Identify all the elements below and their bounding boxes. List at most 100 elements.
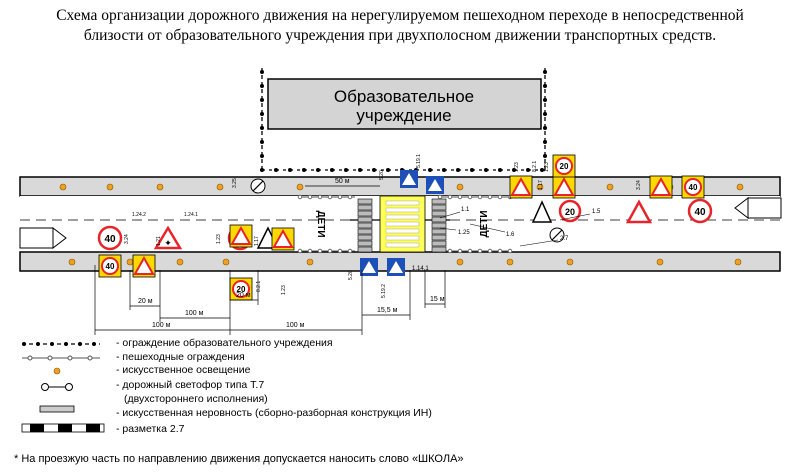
title-line-1: Схема организации дорожного движения на …: [56, 7, 744, 24]
ped-fence-post: [347, 194, 353, 200]
svg-text:20: 20: [560, 162, 569, 171]
speed-bump-module: [431, 234, 447, 241]
sign-speed-20-top: 20: [552, 154, 576, 178]
fence-post: [316, 168, 320, 172]
fence-post: [543, 154, 547, 158]
speed-bump-module: [357, 246, 373, 253]
code-1-23-bottom: 1.23: [216, 234, 222, 244]
sign-crossing-top-1: [400, 170, 418, 188]
legend-bump: - искусственная неровность (сборно-разбо…: [116, 407, 432, 419]
lamp: [656, 258, 664, 266]
ped-fence-post: [497, 194, 503, 200]
fence-post: [288, 168, 292, 172]
legend-bump-symbol: [39, 405, 75, 413]
fence-post: [543, 98, 547, 102]
ped-fence-post: [447, 248, 453, 254]
marking-1-25: 1.25: [458, 230, 470, 236]
lamp: [456, 183, 464, 191]
ped-fence-post: [487, 194, 493, 200]
fence-post: [543, 140, 547, 144]
code-3-24-bottom: 3.24: [124, 234, 130, 244]
road-word-deti-right: ДЕТИ: [479, 210, 490, 237]
speed-bump-module: [431, 198, 447, 205]
speed-bump-module: [431, 204, 447, 211]
speed-bump-module: [431, 222, 447, 229]
sign-warning-top: [552, 175, 576, 199]
fence-post: [456, 168, 460, 172]
dim-100m-a: 100 м: [152, 322, 171, 329]
lamp: [536, 183, 544, 191]
lamp: [59, 183, 67, 191]
sign-children-bottom-2: [271, 227, 295, 251]
fence-post: [260, 126, 264, 130]
speed-bump-module: [431, 240, 447, 247]
legend-ped-fence: - пешеходные ограждения: [116, 351, 245, 363]
dim-50m: 50 м: [335, 178, 350, 185]
svg-text:40: 40: [106, 262, 115, 271]
ped-fence-post: [487, 248, 493, 254]
fence-post: [543, 70, 547, 74]
ped-fence-post: [307, 248, 313, 254]
zebra-stripe: [385, 200, 420, 206]
ped-fence-post: [327, 194, 333, 200]
vehicle-left: [19, 226, 67, 250]
pedestrian-fence-posts: [297, 194, 513, 254]
ped-fence-post: [477, 248, 483, 254]
sign-speed-20-right: 20: [558, 199, 582, 223]
sign-crossing-bottom-1: [360, 258, 378, 276]
fence-post: [260, 70, 264, 74]
building-label-2: учреждение: [356, 106, 451, 125]
lamp: [68, 258, 76, 266]
fence-post: [260, 98, 264, 102]
dim-20m-b: 20 м: [236, 292, 251, 299]
code-5-19-2: 5.19.2: [381, 284, 387, 298]
code-8-2-1-b: 8.2.1: [256, 281, 262, 292]
lamp: [566, 258, 574, 266]
dim-15-5m: 15,5 м: [377, 307, 398, 314]
speed-bump-module: [357, 228, 373, 235]
sign-speed-40-bottom: 40: [98, 254, 122, 278]
code-5-20-a: 5.20: [348, 270, 354, 280]
fence-post: [512, 168, 516, 172]
lamp: [456, 258, 464, 266]
svg-text:40: 40: [104, 234, 116, 245]
speed-bumps: [357, 198, 447, 253]
speed-bump-module: [431, 228, 447, 235]
ped-fence-post: [307, 194, 313, 200]
ped-fence-post: [477, 194, 483, 200]
svg-text:40: 40: [694, 207, 706, 218]
sign-speed-40-left: 40: [97, 225, 123, 251]
speed-bump-module: [357, 216, 373, 223]
fence-post: [260, 84, 264, 88]
fence-post: [498, 168, 502, 172]
sign-end-restriction: [250, 178, 266, 194]
road-word-deti-left: ДЕТИ: [315, 210, 326, 237]
fence-post: [330, 168, 334, 172]
speed-bump-module: [431, 210, 447, 217]
lamp: [734, 258, 742, 266]
speed-bump-module: [357, 198, 373, 205]
svg-text:40: 40: [689, 183, 698, 192]
lamp: [222, 258, 230, 266]
fence-post: [302, 168, 306, 172]
sign-triangle-right: [531, 200, 553, 223]
ped-fence-post: [327, 248, 333, 254]
marking-callouts: [439, 211, 591, 247]
code-3-24-top: 3.24: [636, 180, 642, 190]
ped-fence-post: [317, 194, 323, 200]
lamp: [506, 258, 514, 266]
ped-fence-post: [497, 248, 503, 254]
legend-ped-fence-symbol: [22, 355, 100, 361]
lamp: [156, 183, 164, 191]
ped-fence-post: [467, 248, 473, 254]
ped-fence-post: [297, 194, 303, 200]
fence-post: [543, 84, 547, 88]
sign-warning-bottom: [229, 224, 253, 248]
code-3-25: 3.25: [232, 178, 238, 188]
speed-bump-module: [357, 234, 373, 241]
footnote: * На проезжую часть по направлению движе…: [14, 453, 464, 465]
code-8-2-1: 8.2.1: [532, 161, 538, 172]
code-5-20-b: 5.20: [379, 170, 385, 180]
sign-end-restriction-bottom: [549, 227, 565, 243]
